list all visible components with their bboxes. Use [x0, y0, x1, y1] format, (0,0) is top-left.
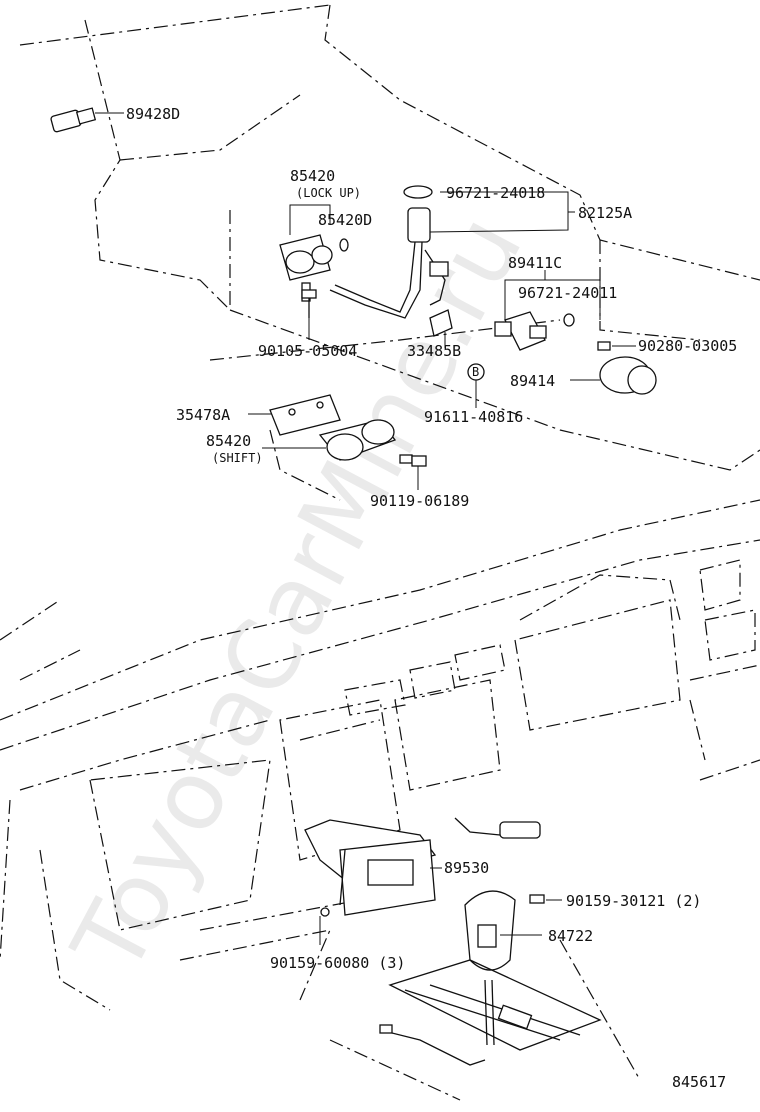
solenoid-shift: [318, 419, 397, 461]
label-85420D: 85420D: [318, 211, 372, 229]
label-96721-24011: 96721-24011: [518, 284, 617, 302]
dashboard-outline: [0, 499, 760, 1101]
label-90159-30121: 90159-30121 (2): [566, 892, 701, 910]
label-85420-shift: 85420: [206, 432, 251, 450]
shift-switch-84722: [464, 890, 545, 1046]
label-90105-05004: 90105-05004: [258, 342, 357, 360]
diagram-id: 845617: [672, 1073, 726, 1091]
label-89414: 89414: [510, 372, 555, 390]
ecu-89530: [304, 819, 437, 917]
clamp-33485B: [429, 309, 453, 337]
leader-89411C: [504, 279, 601, 320]
label-90119-06189: 90119-06189: [370, 492, 469, 510]
label-90159-60080: 90159-60080 (3): [270, 954, 405, 972]
label-90280-03005: 90280-03005: [638, 337, 737, 355]
label-33485B: 33485B: [407, 342, 461, 360]
bracket-35478A: [269, 394, 341, 436]
label-circle-b: B: [472, 365, 479, 379]
bolt-90119: [399, 454, 427, 467]
label-91611-40816: 91611-40816: [424, 408, 523, 426]
bolt-90105: [301, 289, 317, 318]
sensor-89411C: [494, 311, 575, 351]
sensor-89428D: [50, 107, 97, 133]
label-82125A: 82125A: [578, 204, 632, 222]
label-89530: 89530: [444, 859, 489, 877]
label-84722: 84722: [548, 927, 593, 945]
sensor-89414: [597, 341, 657, 395]
leader-85420-lockup: [289, 204, 331, 235]
leader-82125A: [429, 191, 569, 233]
label-35478A: 35478A: [176, 406, 230, 424]
wire-harness-82125A: [329, 185, 449, 319]
label-96721-24018: 96721-24018: [446, 184, 545, 202]
label-lock-up: (LOCK UP): [296, 186, 361, 200]
label-85420-lockup: 85420: [290, 167, 335, 185]
label-89428D: 89428D: [126, 105, 180, 123]
label-shift: (SHIFT): [212, 451, 263, 465]
shifter-base: [379, 959, 602, 1066]
label-89411C: 89411C: [508, 254, 562, 272]
